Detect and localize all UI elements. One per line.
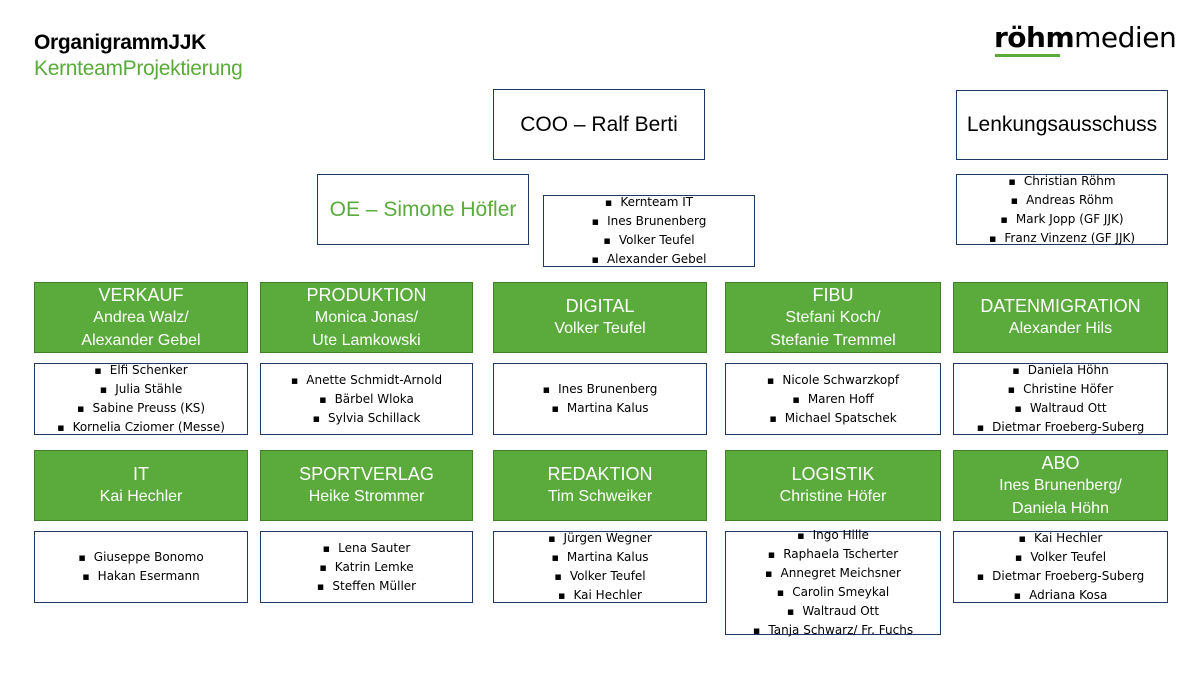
dept-members-datenmigration: Daniela HöhnChristine HöferWaltraud OttD… (953, 363, 1168, 435)
list-item: Steffen Müller (317, 577, 416, 596)
lenkungsausschuss-box: Lenkungsausschuss (956, 90, 1168, 160)
list-item: Andreas Röhm (989, 191, 1135, 210)
dept-members-verkauf: Elfi SchenkerJulia StähleSabine Preuss (… (34, 363, 248, 435)
list-item: Kai Hechler (548, 586, 652, 605)
dept-box-fibu: FIBU Stefani Koch/Stefanie Tremmel (725, 282, 941, 353)
list-item: Sylvia Schillack (291, 409, 442, 428)
list-item: Giuseppe Bonomo (78, 548, 204, 567)
dept-box-digital: DIGITAL Volker Teufel (493, 282, 707, 353)
list-item: Ingo Hille (753, 526, 913, 545)
dept-lead: Ines Brunenberg/ (999, 476, 1122, 494)
logo-underline (995, 54, 1060, 57)
list-item: Ines Brunenberg (543, 380, 657, 399)
dept-members-logistik: Ingo HilleRaphaela TscherterAnnegret Mei… (725, 528, 941, 637)
dept-name: DIGITAL (565, 296, 635, 316)
dept-name: IT (133, 464, 149, 484)
list-item: Volker Teufel (548, 567, 652, 586)
dept-name: SPORTVERLAG (299, 464, 434, 484)
dept-lead: Heike Strommer (308, 488, 425, 505)
dept-lead: Ute Lamkowski (312, 331, 421, 349)
dept-name: FIBU (812, 284, 854, 305)
coo-label: COO – Ralf Berti (520, 112, 678, 136)
list-item: Martina Kalus (543, 399, 658, 418)
dept-members-produktion: Anette Schmidt-ArnoldBärbel WlokaSylvia … (260, 363, 473, 435)
page-title: OrganigrammJJK (34, 31, 207, 54)
list-item: Kai Hechler (977, 529, 1145, 548)
list-item: Alexander Gebel (591, 250, 707, 269)
list-item: Carolin Smeykal (753, 583, 913, 602)
lenkungsausschuss-members: Christian RöhmAndreas RöhmMark Jopp (GF … (956, 174, 1168, 245)
dept-lead: Daniela Höhn (1012, 499, 1109, 517)
oe-label: OE – Simone Höfler (329, 197, 517, 221)
dept-name: LOGISTIK (791, 464, 875, 484)
list-item: Dietmar Froeberg-Suberg (977, 567, 1144, 586)
dept-box-sportverlag: SPORTVERLAG Heike Strommer (260, 450, 473, 521)
list-item: Ines Brunenberg (591, 212, 706, 231)
lenkungsausschuss-label: Lenkungsausschuss (966, 113, 1158, 136)
dept-members-redaktion: Jürgen WegnerMartina KalusVolker TeufelK… (493, 531, 707, 603)
dept-lead: Stefani Koch/ (785, 308, 881, 326)
list-item: Anette Schmidt-Arnold (291, 371, 442, 390)
list-item: Hakan Esermann (78, 567, 203, 586)
page-subtitle: KernteamProjektierung (34, 57, 243, 80)
dept-box-it: IT Kai Hechler (34, 450, 248, 521)
dept-members-digital: Ines BrunenbergMartina Kalus (493, 363, 707, 435)
dept-members-abo: Kai HechlerVolker TeufelDietmar Froeberg… (953, 531, 1168, 603)
dept-members-it: Giuseppe BonomoHakan Esermann (34, 531, 248, 603)
list-item: Kernteam IT (591, 193, 706, 212)
list-item: Bärbel Wloka (291, 390, 442, 409)
dept-box-abo: ABO Ines Brunenberg/Daniela Höhn (953, 450, 1168, 521)
dept-box-datenmigration: DATENMIGRATION Alexander Hils (953, 282, 1168, 353)
list-item: Adriana Kosa (977, 586, 1145, 605)
list-item: Michael Spatschek (767, 409, 899, 428)
dept-name: REDAKTION (547, 464, 653, 484)
list-item: Christian Röhm (989, 172, 1135, 191)
dept-box-redaktion: REDAKTION Tim Schweiker (493, 450, 707, 521)
list-item: Sabine Preuss (KS) (57, 399, 225, 418)
dept-lead: Stefanie Tremmel (770, 331, 896, 349)
coo-box: COO – Ralf Berti (493, 89, 705, 160)
list-item: Mark Jopp (GF JJK) (989, 210, 1135, 229)
dept-lead: Tim Schweiker (547, 488, 653, 505)
dept-lead: Volker Teufel (554, 320, 646, 337)
list-item: Katrin Lemke (317, 558, 416, 577)
dept-members-fibu: Nicole SchwarzkopfMaren HoffMichael Spat… (725, 363, 941, 435)
list-item: Franz Vinzenz (GF JJK) (989, 229, 1135, 248)
list-item: Nicole Schwarzkopf (767, 371, 899, 390)
list-item: Waltraud Ott (753, 602, 913, 621)
dept-box-logistik: LOGISTIK Christine Höfer (725, 450, 941, 521)
list-item: Martina Kalus (548, 548, 652, 567)
dept-lead: Christine Höfer (779, 488, 887, 505)
list-item: Lena Sauter (317, 539, 416, 558)
kernteam-list: Kernteam ITInes BrunenbergVolker TeufelA… (543, 195, 755, 267)
dept-lead: Alexander Hils (1008, 320, 1113, 337)
oe-box: OE – Simone Höfler (317, 174, 529, 245)
list-item: Jürgen Wegner (548, 529, 652, 548)
dept-name: ABO (1041, 452, 1080, 473)
dept-lead: Andrea Walz/ (93, 308, 189, 326)
list-item: Volker Teufel (591, 231, 706, 250)
list-item: Christine Höfer (977, 380, 1145, 399)
dept-name: VERKAUF (98, 284, 184, 305)
list-item: Julia Stähle (57, 380, 225, 399)
list-item: Elfi Schenker (57, 361, 225, 380)
dept-lead: Monica Jonas/ (314, 308, 419, 326)
dept-name: PRODUKTION (306, 284, 427, 305)
list-item: Volker Teufel (977, 548, 1145, 567)
list-item: Waltraud Ott (977, 399, 1145, 418)
list-item: Daniela Höhn (977, 361, 1145, 380)
dept-name: DATENMIGRATION (980, 296, 1141, 316)
list-item: Kornelia Cziomer (Messe) (57, 418, 225, 437)
dept-box-verkauf: VERKAUF Andrea Walz/Alexander Gebel (34, 282, 248, 353)
dept-box-produktion: PRODUKTION Monica Jonas/Ute Lamkowski (260, 282, 473, 353)
list-item: Raphaela Tscherter (753, 545, 913, 564)
list-item: Dietmar Froeberg-Suberg (977, 418, 1144, 437)
list-item: Maren Hoff (767, 390, 899, 409)
list-item: Tanja Schwarz/ Fr. Fuchs (753, 621, 913, 640)
dept-lead: Alexander Gebel (81, 331, 201, 349)
dept-lead: Kai Hechler (99, 488, 183, 505)
roehm-medien-logo: röhmmedien (994, 21, 1177, 57)
list-item: Annegret Meichsner (753, 564, 913, 583)
dept-members-sportverlag: Lena SauterKatrin LemkeSteffen Müller (260, 531, 473, 603)
